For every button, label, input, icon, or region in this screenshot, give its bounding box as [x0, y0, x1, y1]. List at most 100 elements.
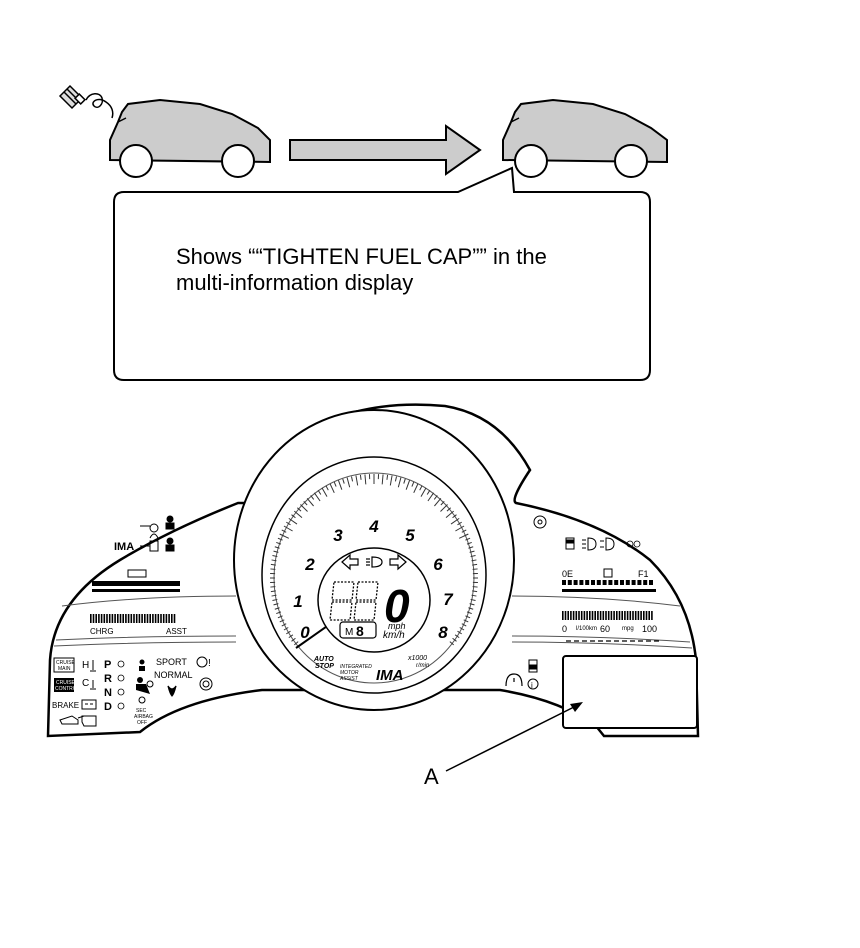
brake-label: BRAKE — [52, 701, 79, 710]
bar-segment — [589, 611, 591, 620]
bar-segment — [638, 611, 640, 620]
cruise-control-label: CONTROL — [55, 686, 80, 692]
bar-segment — [158, 614, 160, 623]
bar-segment — [600, 611, 602, 620]
bar-segment — [579, 580, 583, 585]
bar-segment — [648, 611, 650, 620]
bar-segment — [570, 611, 572, 620]
sport-mode: SPORT — [156, 657, 187, 667]
bar-segment — [562, 580, 566, 585]
bar-segment — [106, 614, 108, 623]
bar-segment — [605, 611, 607, 620]
bar-segment — [649, 580, 653, 585]
bar-segment — [619, 611, 621, 620]
bar-segment — [120, 614, 122, 623]
bar-segment — [585, 580, 589, 585]
bar-segment — [603, 580, 607, 585]
gear-indicator-r: R — [104, 673, 112, 685]
bar-segment — [611, 611, 613, 620]
bar-segment — [651, 611, 653, 620]
coolant-h: H — [82, 660, 89, 671]
bar-segment — [592, 611, 594, 620]
auto-stop-label: AUTO — [313, 656, 334, 663]
bar-segment — [624, 611, 626, 620]
bar-segment — [640, 611, 642, 620]
bar-segment — [122, 614, 124, 623]
bar-segment — [620, 580, 624, 585]
tick-mark — [271, 564, 276, 565]
bar-segment — [591, 580, 595, 585]
bar-segment — [160, 614, 162, 623]
cruise-main-label: MAIN — [58, 666, 71, 672]
bar-segment — [168, 614, 170, 623]
bar-segment — [603, 611, 605, 620]
fuel-full-label: F1 — [638, 569, 649, 579]
bar-segment — [581, 611, 583, 620]
bar-segment — [133, 614, 135, 623]
car-icon — [110, 100, 270, 177]
bar-segment — [567, 611, 569, 620]
bar-segment — [95, 614, 97, 623]
callout-text: Shows ““TIGHTEN FUEL CAP”” in the multi-… — [176, 244, 616, 296]
bar-segment — [576, 611, 578, 620]
econ-unit-l100km: l/100km — [576, 626, 597, 632]
bar-segment — [562, 611, 564, 620]
tick-mark — [360, 475, 361, 480]
bar-segment — [637, 580, 641, 585]
bar-segment — [646, 611, 648, 620]
bar-segment — [635, 611, 637, 620]
bar-segment — [627, 611, 629, 620]
bar-segment — [621, 611, 623, 620]
bar-segment — [174, 614, 176, 623]
callout-line-1: Shows ““TIGHTEN FUEL CAP”” in the — [176, 244, 616, 270]
bar-segment — [574, 580, 578, 585]
sec-airbag-off: OFF — [137, 720, 147, 726]
asst-label: ASST — [166, 627, 187, 636]
gear-indicator-d: D — [104, 701, 112, 713]
bar-segment — [166, 614, 168, 623]
bar-segment — [630, 611, 632, 620]
econ-scale: 0 — [562, 624, 567, 634]
tacho-number: 8 — [438, 623, 448, 642]
svg-text:i: i — [531, 681, 533, 690]
tacho-number: 2 — [304, 555, 315, 574]
bar-segment — [578, 611, 580, 620]
bar-segment — [109, 614, 111, 623]
arrow-right-icon — [290, 126, 480, 174]
bar-segment — [90, 614, 92, 623]
fuel-cap-icon — [60, 86, 113, 118]
bar-segment — [597, 580, 601, 585]
fuel-empty-label: 0E — [562, 569, 573, 579]
tick-mark — [472, 564, 477, 565]
econ-scale: 100 — [642, 624, 657, 634]
tacho-number: 6 — [433, 555, 443, 574]
tacho-number: 4 — [368, 517, 379, 536]
bar-segment — [93, 614, 95, 623]
bar-segment — [139, 614, 141, 623]
bar-segment — [131, 614, 133, 623]
bar-segment — [144, 614, 146, 623]
bar-segment — [643, 580, 647, 585]
multi-information-display — [563, 656, 697, 728]
ima-indicator: IMA — [114, 541, 134, 553]
bar-segment — [141, 614, 143, 623]
econ-unit-mpg: mpg — [622, 626, 634, 632]
bar-segment — [608, 580, 612, 585]
tacho-number: 3 — [333, 526, 343, 545]
bar-segment — [147, 614, 149, 623]
bar-segment — [155, 614, 157, 623]
gear-indicator-p: P — [104, 659, 111, 671]
bar-segment — [117, 614, 119, 623]
coolant-c: C — [82, 678, 89, 689]
tick-mark — [472, 591, 477, 592]
ima-caption: ASSIST — [339, 676, 359, 682]
ima-logo: IMA — [376, 667, 404, 684]
bar-segment — [101, 614, 103, 623]
bar-segment — [104, 614, 106, 623]
bar-segment — [98, 614, 100, 623]
bar-segment — [614, 580, 618, 585]
econ-scale: 60 — [600, 624, 610, 634]
tacho-number: 1 — [293, 592, 302, 611]
bar-segment — [586, 611, 588, 620]
